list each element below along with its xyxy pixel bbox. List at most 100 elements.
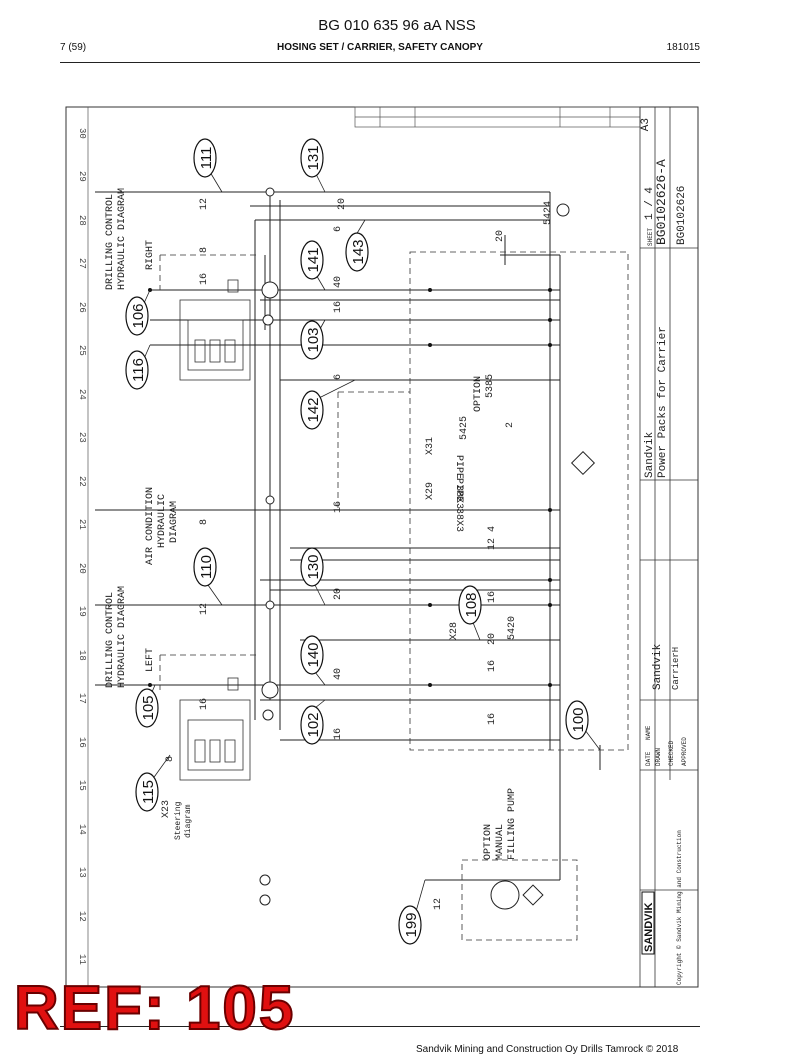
ref-stamp: REF: 105 xyxy=(13,974,296,1043)
grid-number: 24 xyxy=(77,389,87,400)
grid-number: 26 xyxy=(77,302,87,313)
label-5385: 5385 xyxy=(485,374,496,398)
label-left: LEFT xyxy=(145,648,156,672)
grid-number: 22 xyxy=(77,476,87,487)
document-date: 181015 xyxy=(666,42,700,53)
alt-drawing-number: BG0102626 xyxy=(676,186,688,245)
junction-dots xyxy=(148,288,552,687)
hose-size: 12 xyxy=(199,198,210,210)
label-air-hydraulic: HYDRAULIC xyxy=(157,494,168,548)
drawing-number: BG0102626-A xyxy=(654,159,669,245)
grid-number: 14 xyxy=(77,824,87,835)
diagram-labels: DRILLING CONTROL HYDRAULIC DIAGRAM RIGHT… xyxy=(105,188,554,860)
sheet-label: SHEET xyxy=(647,228,654,246)
callout-131: 131 xyxy=(305,145,322,170)
title-block xyxy=(639,107,698,987)
grid-number: 25 xyxy=(77,345,87,356)
approved-label: APPROVED xyxy=(681,737,688,766)
label-x29: X29 xyxy=(425,482,436,500)
hose-size: 6 xyxy=(333,374,344,380)
grid-number: 28 xyxy=(77,215,87,226)
label-5424: 5424 xyxy=(543,201,554,225)
section-title: HOSING SET / CARRIER, SAFETY CANOPY xyxy=(277,42,483,53)
callout-numbers: 111 131 141 143 106 116 103 142 110 130 … xyxy=(130,145,587,937)
callout-199: 199 xyxy=(403,912,420,937)
hose-size: 20 xyxy=(337,198,348,210)
footer-copyright: Sandvik Mining and Construction Oy Drill… xyxy=(416,1044,679,1055)
grid-numbers: 30 29 28 27 26 25 24 23 22 21 20 19 18 1… xyxy=(77,128,87,965)
label-air-condition: AIR CONDITION xyxy=(145,487,156,565)
document-title: BG 010 635 96 aA NSS xyxy=(318,17,476,34)
couplings xyxy=(259,187,596,910)
hose-size: 2 xyxy=(505,422,516,428)
header-divider xyxy=(60,62,700,63)
title-block-text: A3 BG0102626-A BG0102626 SHEET 1 / 4 San… xyxy=(640,118,688,985)
label-drilling-right: DRILLING CONTROL xyxy=(105,194,116,290)
label-5425: 5425 xyxy=(459,416,470,440)
label-drilling-left-2: HYDRAULIC DIAGRAM xyxy=(117,586,128,688)
callout-142: 142 xyxy=(305,397,322,422)
hose-size: 16 xyxy=(199,698,210,710)
hose-size: 16 xyxy=(487,713,498,725)
valve-blocks xyxy=(179,279,251,781)
grid-number: 21 xyxy=(77,519,87,530)
label-x23: X23 xyxy=(161,800,172,818)
hose-size: 4 xyxy=(487,526,498,532)
callout-108: 108 xyxy=(463,592,480,617)
hose-size: 16 xyxy=(487,660,498,672)
label-filling-pump: FILLING PUMP xyxy=(507,788,518,860)
label-air-diagram: DIAGRAM xyxy=(169,501,180,543)
grid-number: 17 xyxy=(77,693,87,704)
grid-number: 16 xyxy=(77,737,87,748)
hose-size: 8 xyxy=(199,247,210,253)
hose-size-labels: 12 20 8 16 6 40 16 6 16 8 12 20 12 4 16 … xyxy=(165,198,516,910)
callout-143: 143 xyxy=(350,239,367,264)
hose-size: 20 xyxy=(487,633,498,645)
grid-number: 18 xyxy=(77,650,87,661)
hose-size: 16 xyxy=(199,273,210,285)
company-name-2: Sandvik xyxy=(652,643,664,690)
grid-number: 29 xyxy=(77,171,87,182)
grid-number: 20 xyxy=(77,563,87,574)
hose-size: 20 xyxy=(333,588,344,600)
label-drilling-right-2: HYDRAULIC DIAGRAM xyxy=(117,188,128,290)
hose-size: 8 xyxy=(165,756,176,762)
hose-size: 8 xyxy=(199,519,210,525)
sheet-size: A3 xyxy=(640,118,652,131)
footer-divider xyxy=(60,1026,700,1027)
label-x23-diagram: diagram xyxy=(184,804,193,838)
callout-bubbles xyxy=(125,138,589,945)
page-header: 7 (59) HOSING SET / CARRIER, SAFETY CANO… xyxy=(60,42,700,58)
hose-size: 40 xyxy=(333,668,344,680)
callout-103: 103 xyxy=(305,327,322,352)
callout-110: 110 xyxy=(198,555,215,579)
name-label: NAME xyxy=(645,725,652,740)
callout-106: 106 xyxy=(130,303,147,328)
sandvik-logo-text: SANDVIK xyxy=(643,902,655,952)
label-5420: 5420 xyxy=(507,616,518,640)
hose-size: 16 xyxy=(333,501,344,513)
dashed-enclosures xyxy=(159,251,629,941)
grid-number: 15 xyxy=(77,780,87,791)
hose-size: 16 xyxy=(487,591,498,603)
copyright-block: Copyright © Sandvik Mining and Construct… xyxy=(676,830,683,985)
grid-number: 27 xyxy=(77,258,87,269)
callout-140: 140 xyxy=(305,642,322,667)
hose-size: 12 xyxy=(433,898,444,910)
callout-116: 116 xyxy=(130,358,147,382)
grid-number: 23 xyxy=(77,432,87,443)
grid-number: 12 xyxy=(77,911,87,922)
hose-size: 6 xyxy=(333,226,344,232)
label-option: OPTION xyxy=(473,376,484,412)
hose-size: 12 xyxy=(199,603,210,615)
sandvik-logo: SANDVIK xyxy=(641,891,655,955)
callout-115: 115 xyxy=(140,780,157,804)
callout-100: 100 xyxy=(570,707,587,732)
page-number: 7 (59) xyxy=(60,42,87,53)
hose-size: 40 xyxy=(333,276,344,288)
grid-number: 30 xyxy=(77,128,87,139)
company-name: Sandvik xyxy=(644,431,656,478)
label-manual: MANUAL xyxy=(495,824,506,860)
label-pipe-2: PIPE 38X3 xyxy=(453,478,464,532)
